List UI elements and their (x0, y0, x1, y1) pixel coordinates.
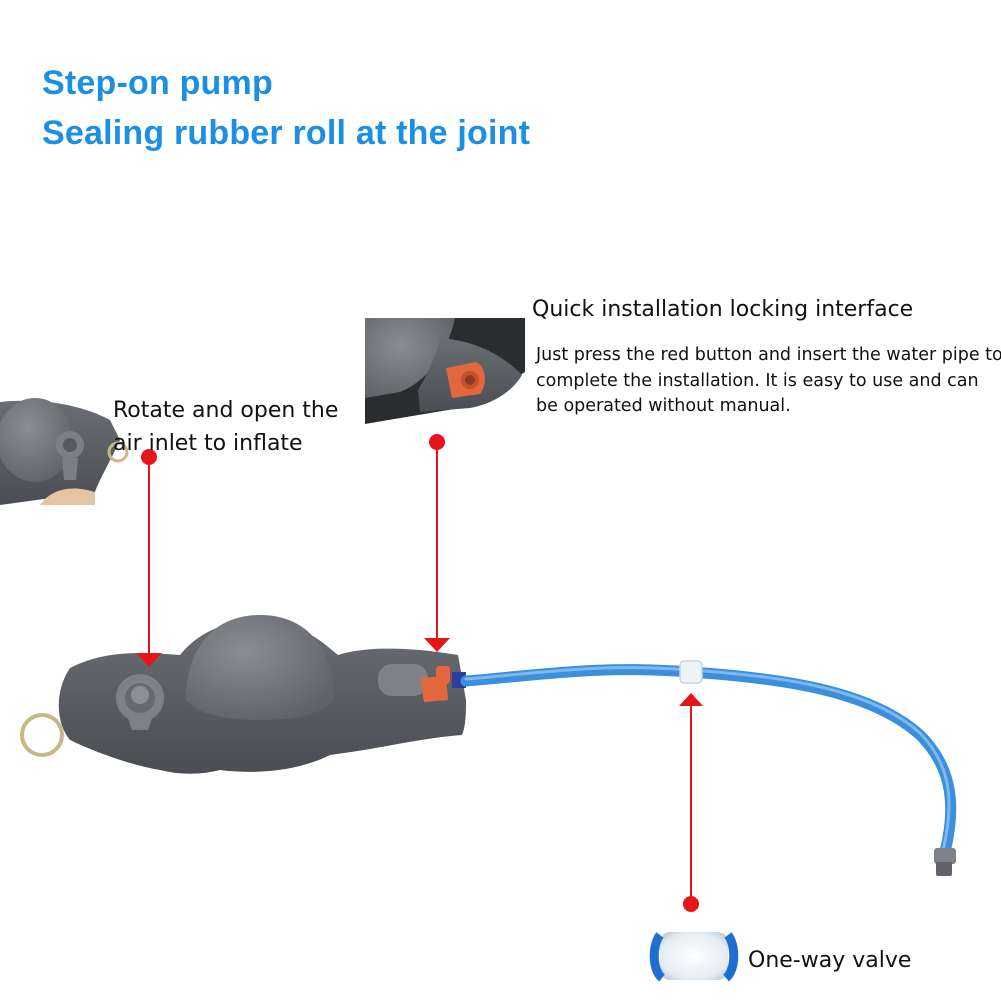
one-way-valve-on-tube (679, 660, 703, 684)
quick-lock-connector (378, 664, 450, 702)
callout-valve-text: One-way valve (748, 948, 912, 973)
water-tube (460, 664, 957, 858)
inset-quick-lock-photo (365, 318, 525, 424)
tube-end-connector (934, 848, 956, 876)
main-product (20, 615, 957, 876)
inset-air-inlet-photo (0, 398, 129, 505)
hanging-ring (20, 713, 64, 757)
inset-one-way-valve-photo (649, 932, 739, 982)
callout-marker-valve (679, 693, 703, 912)
callout-marker-inflate (136, 449, 162, 667)
headline-step-on-pump: Step-on pump (42, 64, 273, 102)
callout-quick-install-description: Just press the red button and insert the… (536, 345, 1001, 416)
callout-marker-quick-lock (424, 434, 450, 652)
callout-inflate-text: Rotate and open the air inlet to inflate (113, 398, 339, 456)
air-inlet-valve (116, 674, 164, 730)
callout-quick-install-title: Quick installation locking interface (532, 297, 914, 322)
headline-sealing-roll: Sealing rubber roll at the joint (42, 114, 531, 152)
pump-dome (186, 615, 334, 720)
